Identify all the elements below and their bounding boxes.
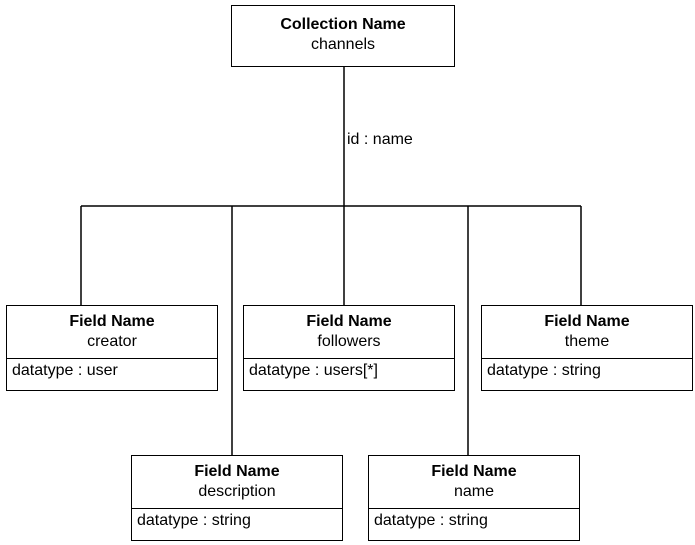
collection-box: Collection Name channels [231,5,455,67]
field-name: followers [317,333,381,350]
collection-name: channels [310,36,376,53]
field-box-creator: Field Name creator datatype : user [6,305,218,391]
field-datatype: datatype : user [7,358,217,381]
field-datatype: datatype : string [482,358,692,381]
collection-title: Collection Name [280,16,406,33]
field-name: theme [564,333,610,350]
field-box-description: Field Name description datatype : string [131,455,343,541]
field-title: Field Name [69,313,155,330]
field-title: Field Name [544,313,630,330]
field-name: description [198,483,276,500]
field-box-theme: Field Name theme datatype : string [481,305,693,391]
field-name: name [453,483,495,500]
field-title: Field Name [431,463,517,480]
field-datatype: datatype : string [369,508,579,531]
field-datatype: datatype : users[*] [244,358,454,381]
field-title: Field Name [306,313,392,330]
field-title: Field Name [194,463,280,480]
field-datatype: datatype : string [132,508,342,531]
field-box-name: Field Name name datatype : string [368,455,580,541]
field-name: creator [87,333,137,350]
edge-label: id : name [347,130,413,150]
field-box-followers: Field Name followers datatype : users[*] [243,305,455,391]
